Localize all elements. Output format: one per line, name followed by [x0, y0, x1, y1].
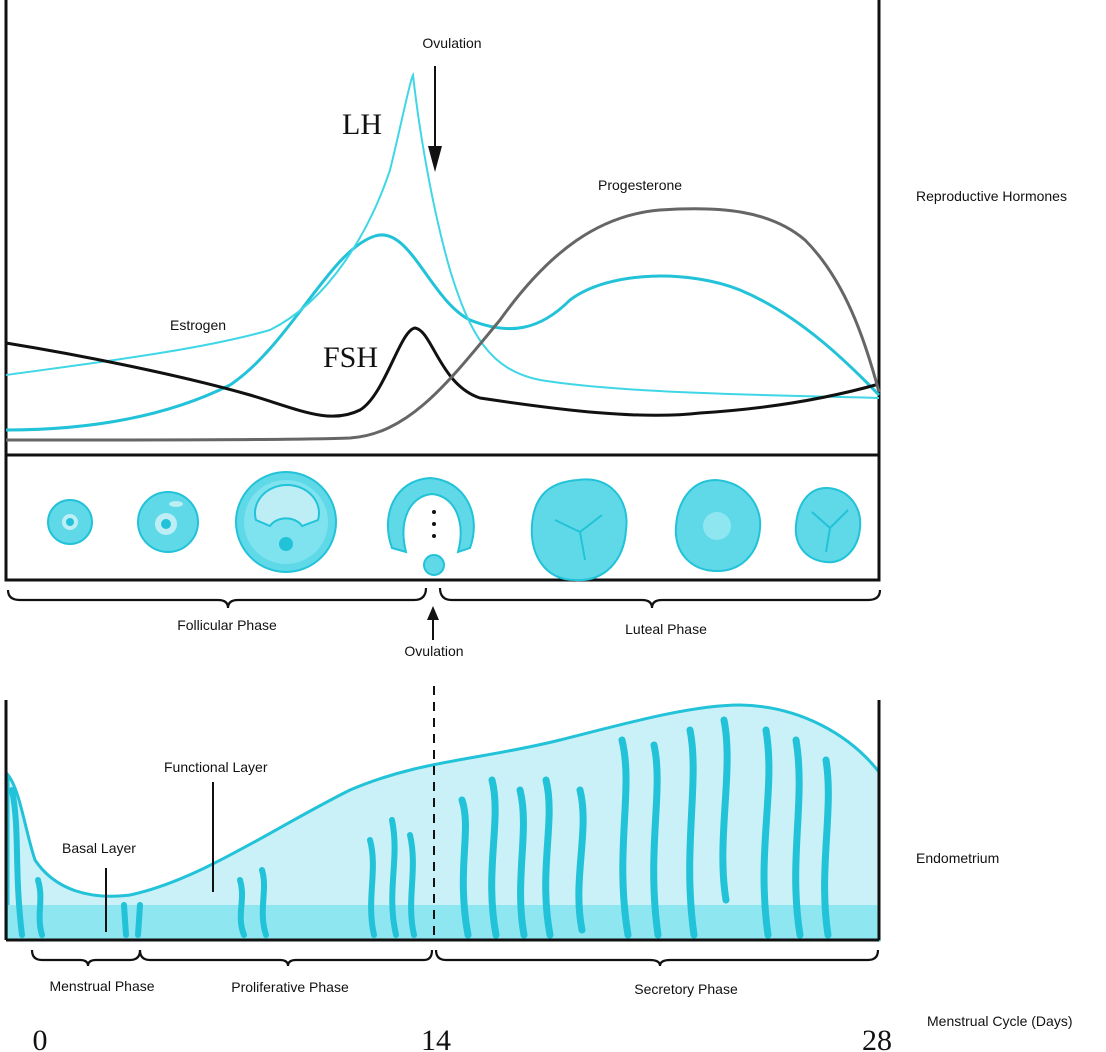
- functional-layer-label: Functional Layer: [164, 759, 268, 775]
- axis-tick-28: 28: [862, 1024, 892, 1052]
- primordial-follicle-icon: [47, 499, 93, 545]
- axis-tick-14: 14: [421, 1024, 451, 1052]
- menstrual-phase-brace: [30, 949, 142, 967]
- progesterone-curve: [5, 207, 881, 442]
- secretory-phase-label: Secretory Phase: [634, 981, 738, 997]
- antral-follicle-icon: [235, 471, 337, 573]
- hormone-panel-frame: [4, 0, 881, 457]
- menstrual-cycle-days-label: Menstrual Cycle (Days): [927, 1013, 1072, 1029]
- corpus-luteum-icon: [674, 478, 762, 573]
- menstrual-glands: [9, 787, 143, 938]
- proliferative-glands: [237, 817, 417, 938]
- luteal-phase-brace: [438, 587, 882, 609]
- estrogen-curve: [5, 233, 881, 432]
- endometrium-panel: [4, 686, 881, 942]
- ovulation-top-label: Ovulation: [422, 35, 481, 51]
- ovulation-mid-label: Ovulation: [404, 643, 463, 659]
- ovulation-arrowhead-top: [428, 146, 442, 172]
- endometrium-tissue: [6, 703, 881, 942]
- progesterone-label: Progesterone: [598, 177, 682, 193]
- estrogen-label: Estrogen: [170, 317, 226, 333]
- proliferative-phase-label: Proliferative Phase: [231, 979, 349, 995]
- basal-band: [8, 905, 879, 940]
- fsh-label: FSH: [323, 341, 378, 374]
- fsh-curve: [5, 326, 880, 418]
- ovarian-phase-braces: [6, 587, 882, 640]
- follicular-phase-brace: [6, 587, 428, 609]
- ovary-panel-frame: [4, 455, 881, 582]
- basal-layer-label: Basal Layer: [62, 840, 136, 856]
- ruptured-follicle-icon: [387, 476, 475, 576]
- proliferative-phase-brace: [138, 949, 434, 967]
- secretory-phase-brace: [434, 949, 880, 967]
- menstrual-phase-label: Menstrual Phase: [49, 978, 154, 994]
- lh-label: LH: [342, 108, 382, 141]
- axis-tick-0: 0: [33, 1024, 48, 1052]
- luteal-phase-label: Luteal Phase: [625, 621, 707, 637]
- hormone-panel: Ovulation LH FSH Estrogen Progesterone: [4, 0, 881, 457]
- corpus-luteum-forming-icon: [530, 478, 628, 582]
- ovary-panel: [4, 455, 881, 582]
- uterine-phase-braces: [30, 949, 880, 967]
- follicular-phase-label: Follicular Phase: [177, 617, 277, 633]
- secretory-glands: [458, 716, 832, 939]
- endometrium-label: Endometrium: [916, 850, 999, 866]
- primary-follicle-icon: [137, 491, 199, 553]
- ovulation-arrowhead-mid: [427, 606, 439, 620]
- corpus-albicans-icon: [794, 486, 862, 564]
- reproductive-hormones-label: Reproductive Hormones: [916, 188, 1067, 204]
- lh-curve: [5, 71, 880, 399]
